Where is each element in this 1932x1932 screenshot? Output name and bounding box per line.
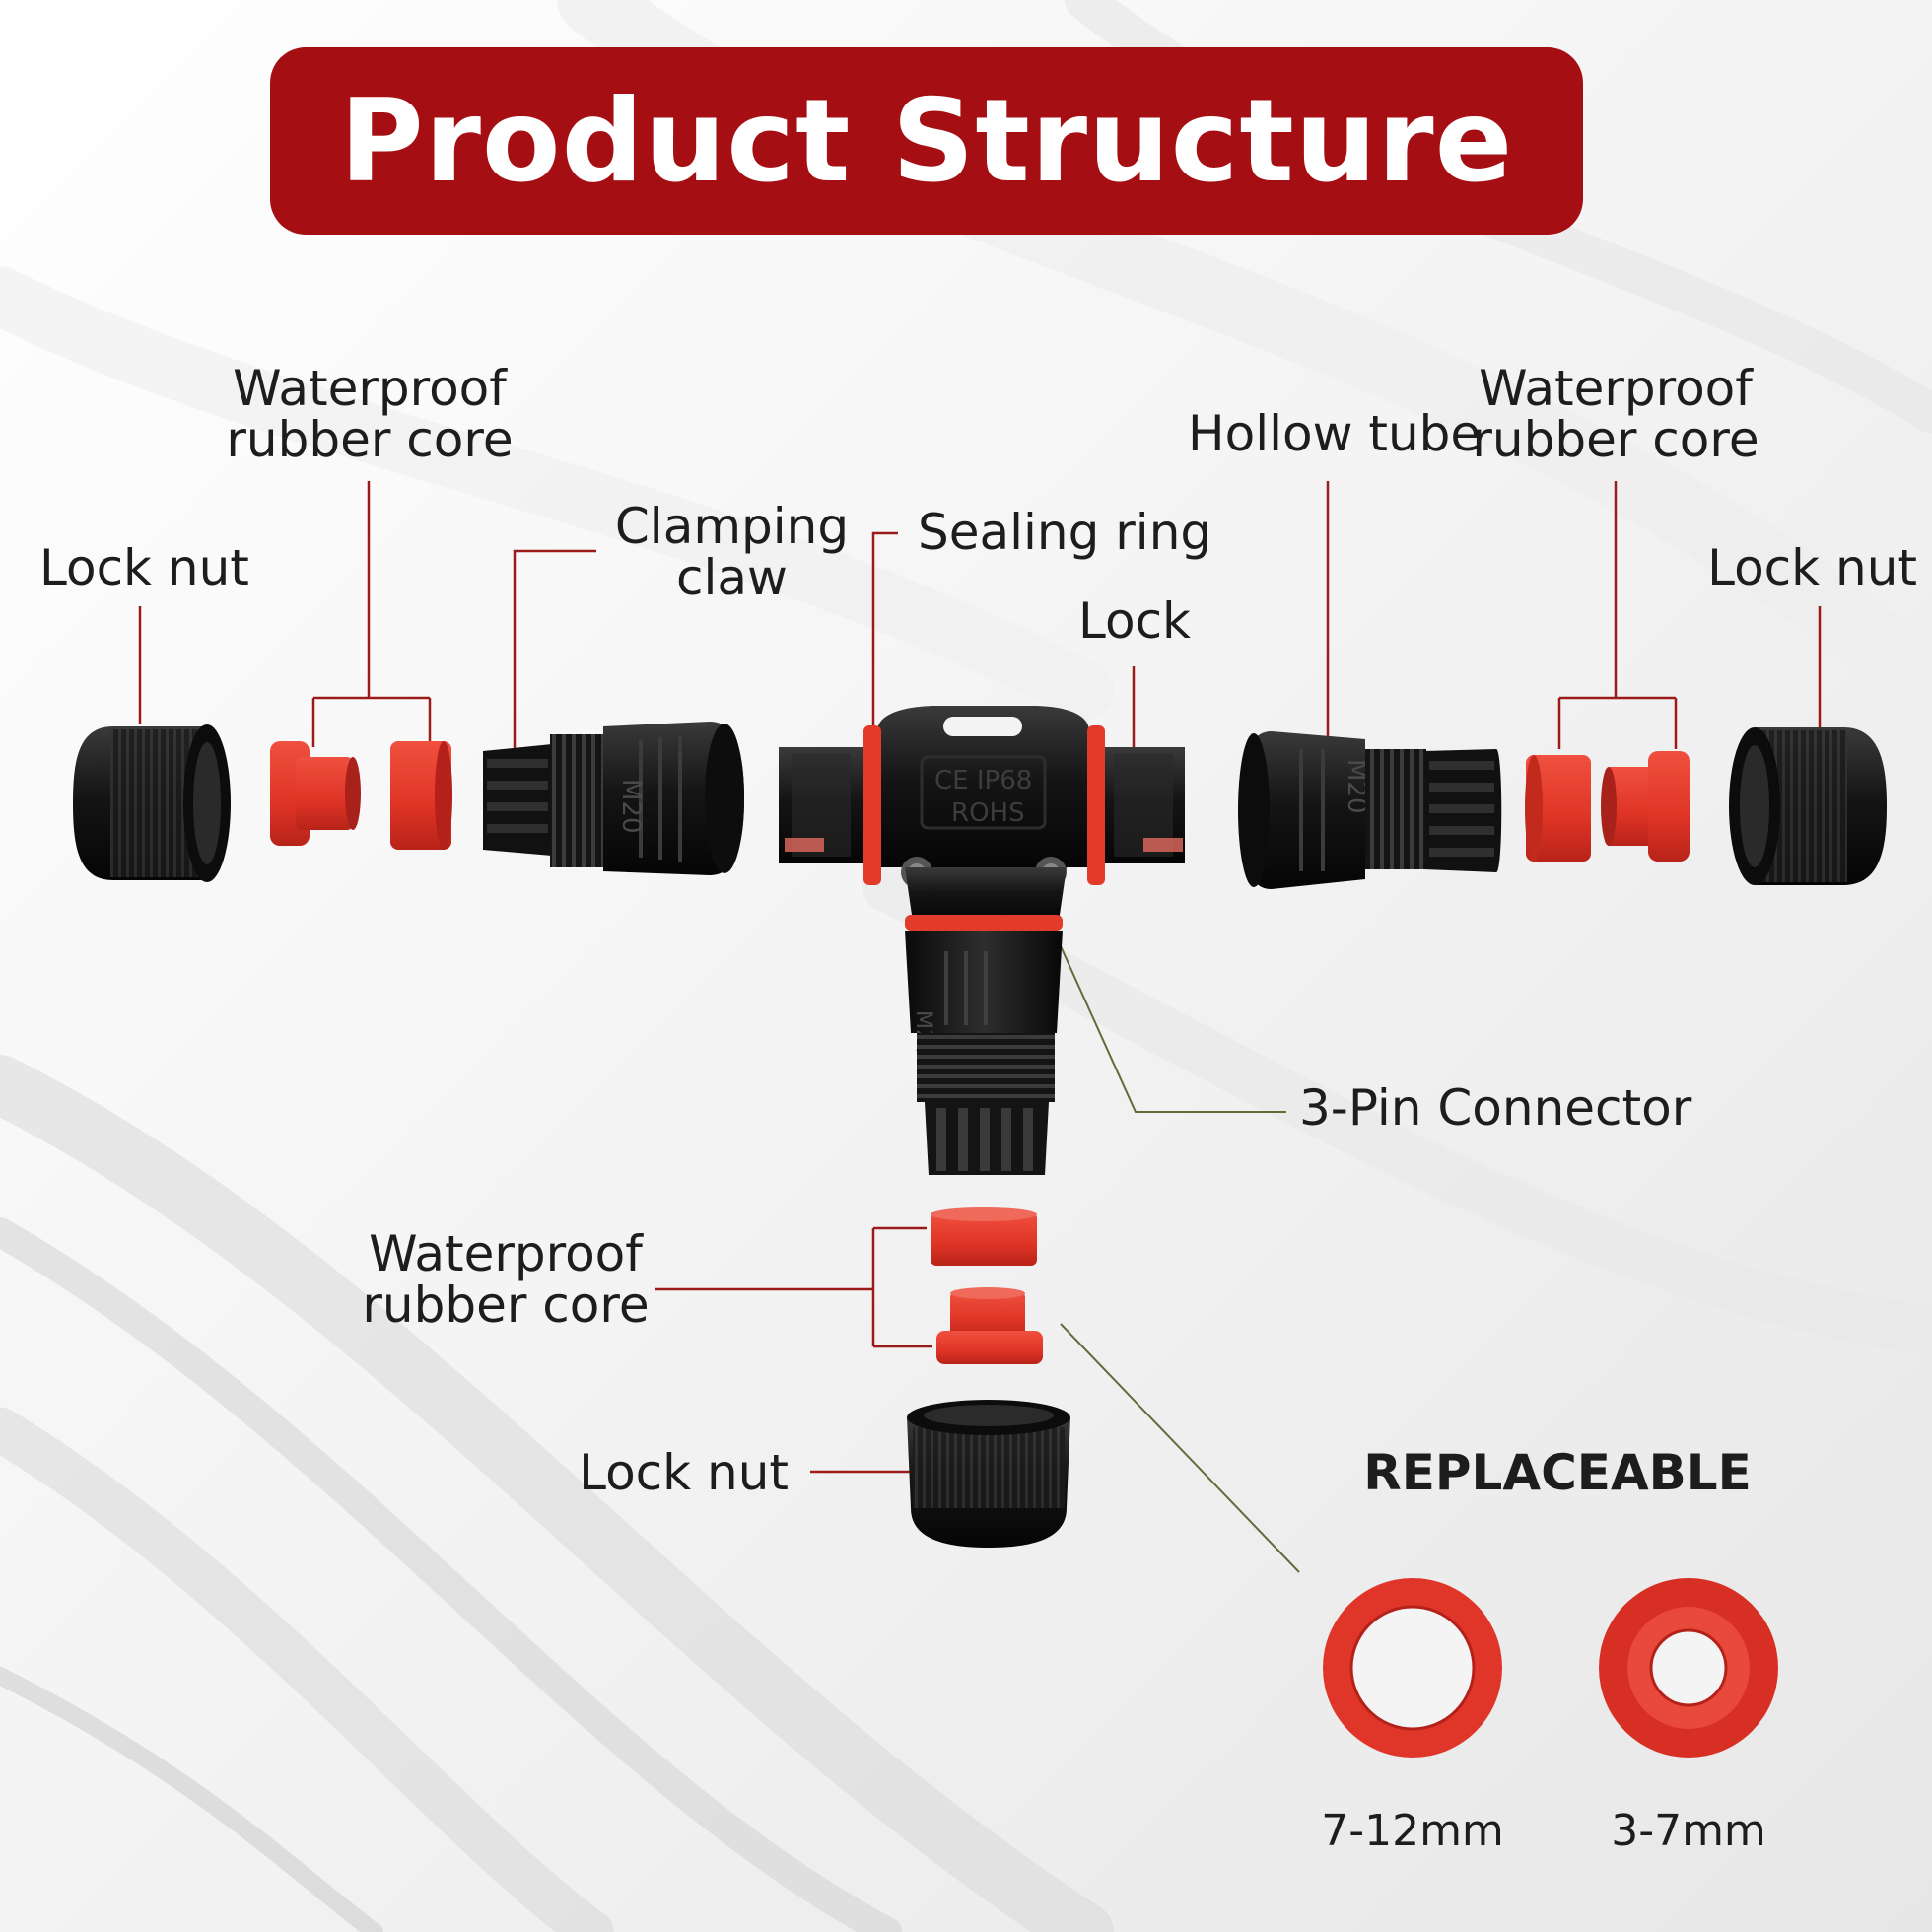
label-rubber-core-left: Waterproof rubber core bbox=[226, 360, 514, 468]
rubber-core-right-plain bbox=[1525, 755, 1591, 862]
size-label-large: 7-12mm bbox=[1321, 1806, 1504, 1856]
hollow-tube-left: M20 bbox=[483, 722, 744, 875]
cert-marking-rohs: ROHS bbox=[951, 798, 1025, 828]
title-banner: Product Structure bbox=[270, 47, 1583, 235]
lock-nut-right bbox=[1729, 727, 1887, 885]
rubber-core-right-flanged bbox=[1601, 751, 1690, 862]
thread-marking-left: M20 bbox=[616, 779, 646, 834]
label-sealing-ring: Sealing ring bbox=[918, 504, 1212, 561]
leader-lines bbox=[138, 481, 1822, 1474]
label-3pin-connector: 3-Pin Connector bbox=[1299, 1079, 1692, 1137]
leader-sealing-ring bbox=[871, 531, 898, 727]
leader-replaceable bbox=[1060, 1323, 1300, 1573]
label-rubber-core-right: Waterproof rubber core bbox=[1472, 360, 1760, 468]
size-label-small: 3-7mm bbox=[1611, 1806, 1766, 1856]
hollow-tube-right: M20 bbox=[1238, 731, 1502, 889]
cert-marking-ce-ip68: CE IP68 bbox=[934, 766, 1032, 795]
ring-large-bore bbox=[1323, 1578, 1502, 1758]
label-lock: Lock bbox=[1078, 592, 1192, 650]
replaceable-heading: REPLACEABLE bbox=[1363, 1444, 1752, 1501]
rubber-core-bottom-flanged bbox=[936, 1287, 1043, 1364]
leader-clamping-claw bbox=[513, 549, 596, 754]
page-title: Product Structure bbox=[339, 74, 1514, 208]
label-rubber-core-bottom: Waterproof rubber core bbox=[362, 1225, 650, 1334]
t-connector-body: CE IP68 ROHS M20 bbox=[779, 706, 1185, 1175]
label-hollow-tube: Hollow tube bbox=[1188, 405, 1482, 462]
rubber-core-left-plain bbox=[390, 741, 452, 850]
label-clamping-claw: Clamping claw bbox=[614, 498, 850, 606]
label-lock-nut-bottom: Lock nut bbox=[579, 1444, 789, 1501]
lock-nut-bottom bbox=[907, 1400, 1070, 1548]
leader-rubber-core-right bbox=[1557, 481, 1678, 749]
label-lock-nut-right: Lock nut bbox=[1707, 539, 1917, 596]
leader-rubber-core-left bbox=[311, 481, 432, 747]
ring-small-bore bbox=[1599, 1578, 1778, 1758]
label-lock-nut-left: Lock nut bbox=[39, 539, 249, 596]
lock-nut-left bbox=[73, 724, 231, 882]
rubber-core-bottom-plain bbox=[931, 1208, 1037, 1266]
leader-rubber-core-bottom bbox=[656, 1226, 932, 1348]
rubber-core-left-flanged bbox=[270, 741, 361, 846]
